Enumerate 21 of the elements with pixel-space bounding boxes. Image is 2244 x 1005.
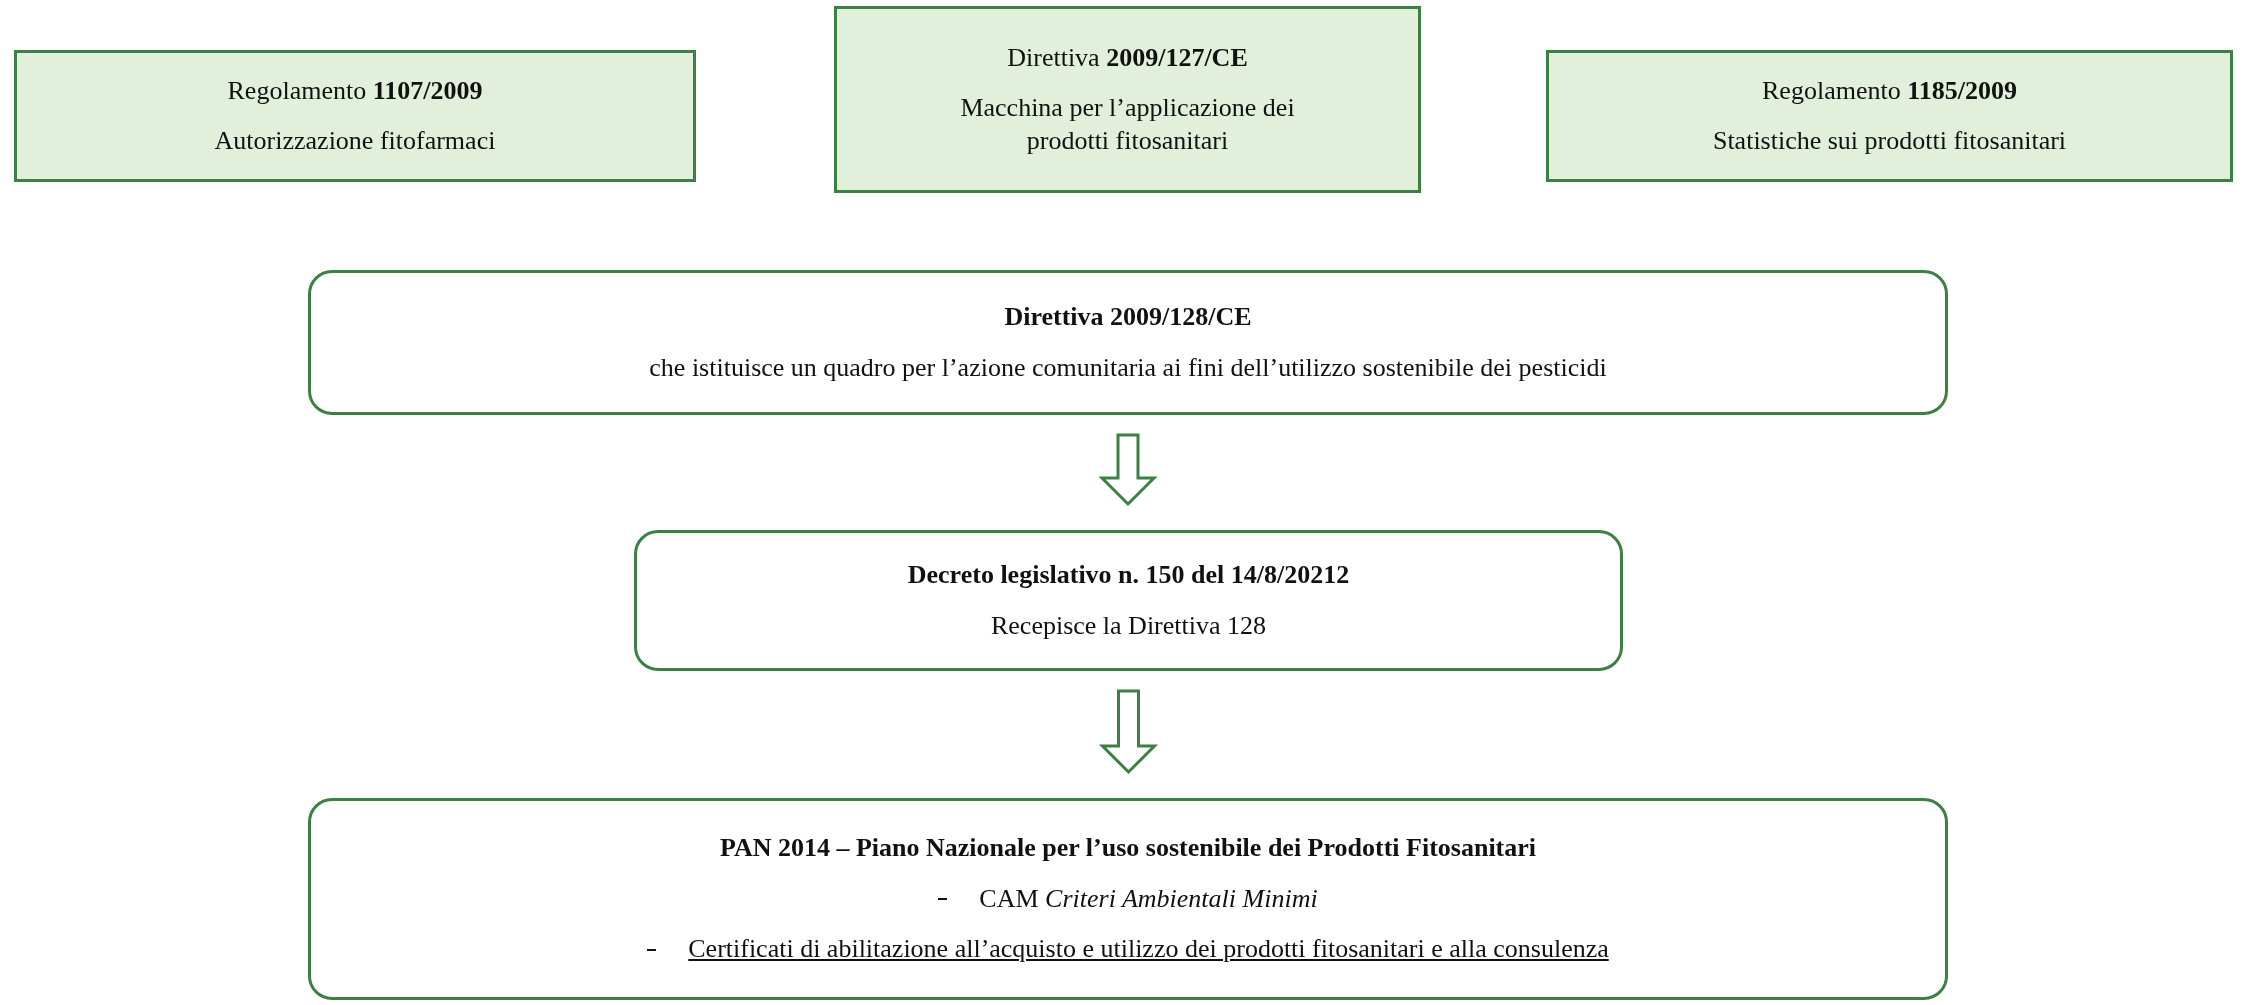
heading-text: Direttiva 2009/127/CE [1007,41,1248,74]
heading-text: Regolamento 1185/2009 [1762,74,2017,107]
list-item: Certificati di abilitazione all’acquisto e utilizzo dei prodotti fitosanitari e alla consulenza [688,933,1609,966]
body-text: Autorizzazione fitofarmaci [214,125,496,157]
block-arrow [1098,689,1159,775]
body-text: che istituisce un quadro per l’azione comunitaria ai fini dell’utilizzo sostenibile dei pesticidi [649,351,1607,384]
heading-text: Regolamento 1107/2009 [227,74,483,107]
heading-text: PAN 2014 – Piano Nazionale per l’uso sostenibile dei Prodotti Fitosanitari [719,832,1537,865]
regulation-box [834,6,1421,193]
heading-text: Direttiva 2009/128/CE [1004,301,1252,333]
regulation-box [14,50,696,182]
body-text: Recepisce la Direttiva 128 [990,609,1267,642]
process-box [308,798,1948,1000]
list-item: CAM Criteri Ambientali Minimi [979,882,1318,915]
body-text: Macchina per l’applicazione dei prodotti fitosanitari [959,92,1296,157]
body-text: Statistiche sui prodotti fitosanitari [1712,125,2067,157]
heading-text: Decreto legislativo n. 150 del 14/8/20212 [907,559,1350,591]
regulation-box [1546,50,2233,182]
process-box [634,530,1623,671]
block-arrow [1098,433,1158,507]
process-box [308,270,1948,415]
